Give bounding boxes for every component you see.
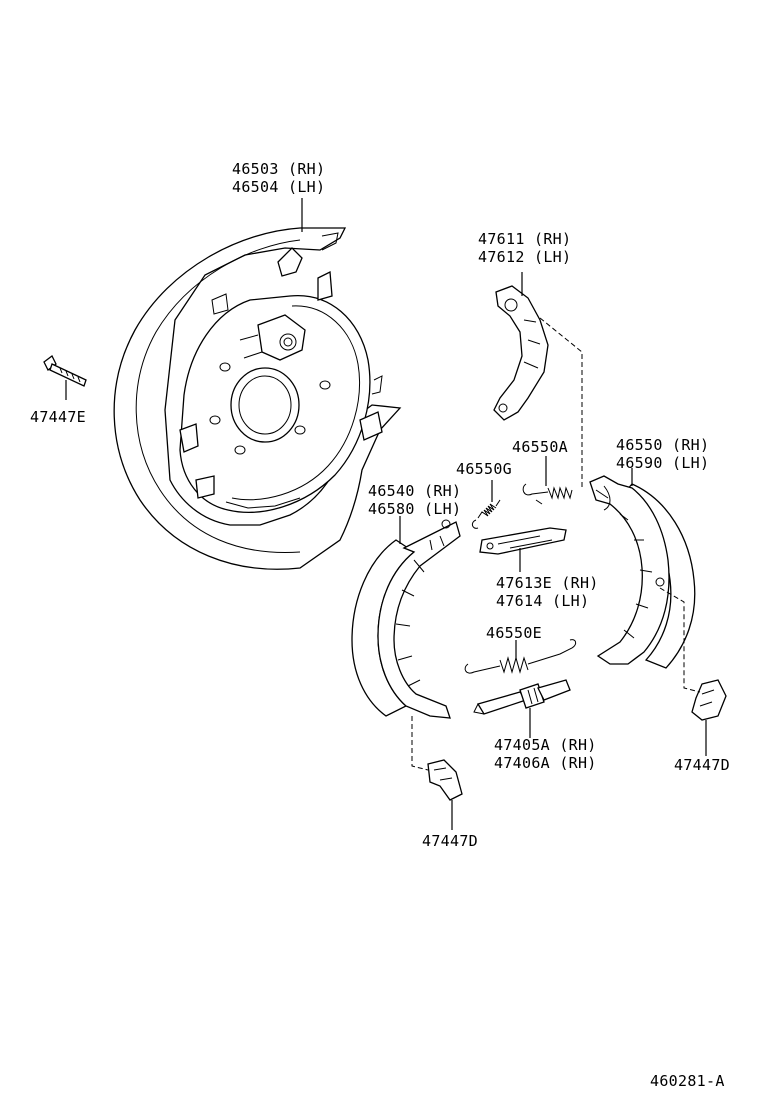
- adjuster-1: 47405A (RH): [494, 736, 597, 754]
- anchor-lever-lh: 47612 (LH): [478, 248, 571, 266]
- label-strut: 47613E (RH) 47614 (LH): [496, 574, 599, 610]
- spring-g-drawing: [471, 499, 501, 529]
- label-bolt: 47447E: [30, 408, 86, 426]
- anchor-lever-rh: 47611 (RH): [478, 230, 571, 248]
- left-shoe-drawing: [351, 519, 461, 719]
- shoe-left-rh: 46540 (RH): [368, 482, 461, 500]
- label-anchor-lever: 47611 (RH) 47612 (LH): [478, 230, 571, 266]
- anchor-lever-drawing: [493, 285, 549, 421]
- spring-a-drawing: [522, 483, 573, 505]
- label-clip-left: 47447D: [422, 832, 478, 850]
- strut-drawing: [479, 527, 567, 555]
- label-adjuster: 47405A (RH) 47406A (RH): [494, 736, 597, 772]
- label-spring-e: 46550E: [486, 624, 542, 642]
- shoe-right-lh: 46590 (LH): [616, 454, 709, 472]
- shoe-left-lh: 46580 (LH): [368, 500, 461, 518]
- bolt-drawing: [43, 355, 87, 387]
- diagram-id: 460281-A: [650, 1072, 725, 1090]
- adjuster-2: 47406A (RH): [494, 754, 597, 772]
- shoe-right-rh: 46550 (RH): [616, 436, 709, 454]
- label-shoe-right: 46550 (RH) 46590 (LH): [616, 436, 709, 472]
- clip-right-drawing: [691, 679, 727, 721]
- label-spring-g: 46550G: [456, 460, 512, 478]
- label-spring-a: 46550A: [512, 438, 568, 456]
- right-shoe-drawing: [589, 475, 696, 669]
- label-backing-plate: 46503 (RH) 46504 (LH): [232, 160, 325, 196]
- backing-plate-rh: 46503 (RH): [232, 160, 325, 178]
- strut-lh: 47614 (LH): [496, 592, 589, 610]
- leader-lines: [65, 198, 707, 830]
- label-shoe-left: 46540 (RH) 46580 (LH): [368, 482, 461, 518]
- strut-rh: 47613E (RH): [496, 574, 599, 592]
- clip-left-drawing: [427, 759, 463, 801]
- label-clip-right: 47447D: [674, 756, 730, 774]
- backing-plate-drawing: [113, 227, 402, 570]
- spring-e-drawing: [464, 639, 577, 674]
- backing-plate-lh: 46504 (LH): [232, 178, 325, 196]
- adjuster-drawing: [473, 679, 571, 715]
